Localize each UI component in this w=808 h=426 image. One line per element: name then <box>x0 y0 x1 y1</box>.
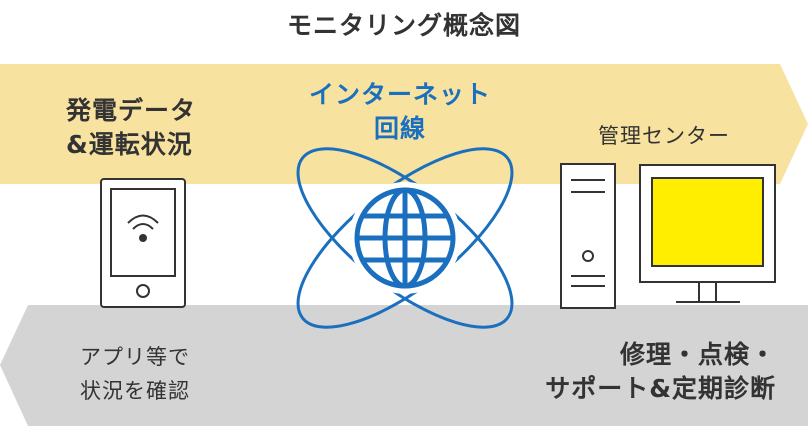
internet-label-line2: 回線 <box>373 114 426 143</box>
pc-tower-icon <box>560 163 616 309</box>
management-center-label: 管理センター <box>598 124 730 148</box>
repair-support-label: 修理・点検・ サポート&定期診断 <box>545 338 776 406</box>
internet-label: インターネット 回線 <box>300 78 500 146</box>
generation-data-label-line1: 発電データ <box>66 96 197 125</box>
repair-support-label-line1: 修理・点検・ <box>619 340 776 369</box>
globe-icon <box>349 182 461 294</box>
monitor-icon <box>639 164 776 303</box>
wifi-icon <box>127 214 159 242</box>
internet-label-line1: インターネット <box>308 80 491 109</box>
app-check-label: アプリ等で 状況を確認 <box>80 340 190 408</box>
generation-data-label-line2: &運転状況 <box>66 130 193 159</box>
generation-data-label: 発電データ &運転状況 <box>66 94 196 162</box>
upper-flow-arrow <box>0 64 808 184</box>
app-check-label-line2: 状況を確認 <box>80 379 190 403</box>
repair-support-label-line2: サポート&定期診断 <box>545 374 776 403</box>
smartphone-icon <box>100 178 186 308</box>
lower-flow-arrow <box>0 305 808 426</box>
app-check-label-line1: アプリ等で <box>80 345 190 369</box>
diagram-title: モニタリング概念図 <box>286 11 521 40</box>
